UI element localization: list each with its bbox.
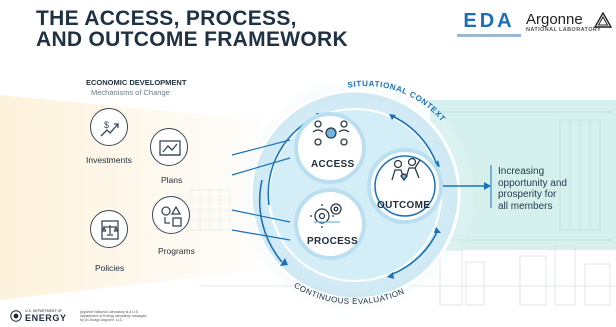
access-circle xyxy=(294,112,366,184)
outcome-people-icon xyxy=(391,157,421,182)
policies-label: Policies xyxy=(95,263,125,273)
investments-icon: $ xyxy=(90,108,128,146)
title-line-1: THE ACCESS, PROCESS, xyxy=(36,7,297,30)
process-gears-icon xyxy=(310,203,342,228)
policies-icon xyxy=(90,210,128,248)
eda-logo-text: EDA xyxy=(463,10,515,32)
result-text-line-1: Increasing xyxy=(498,166,545,177)
argonne-delta-icon xyxy=(594,12,612,28)
result-text-line-4: all members xyxy=(498,200,553,212)
mechanism-arrows xyxy=(231,139,291,241)
argonne-logo-text: Argonne xyxy=(526,11,583,28)
plans-label: Plans xyxy=(161,175,183,185)
title-line-2: AND OUTCOME FRAMEWORK xyxy=(36,28,348,51)
process-label: PROCESS xyxy=(307,236,359,247)
doe-small-text: U.S. DEPARTMENT OF xyxy=(25,309,63,313)
eda-logo-strip xyxy=(457,34,521,37)
mechanisms-title: ECONOMIC DEVELOPMENT xyxy=(86,78,187,87)
result-text-line-2: opportunity and xyxy=(498,177,567,189)
result-text: Increasing opportunity and prosperity fo… xyxy=(498,166,608,212)
result-arrowhead xyxy=(484,182,491,190)
eda-logo: EDA xyxy=(457,10,521,40)
outcome-circle xyxy=(367,148,443,224)
argonne-logo: Argonne NATIONAL LABORATORY xyxy=(526,11,612,33)
result-text-line-3: prosperity for xyxy=(498,189,557,200)
outcome-circle-ring xyxy=(374,155,436,217)
plans-icon xyxy=(150,128,188,166)
mechanisms-subtitle: Mechanisms of Change xyxy=(91,88,170,97)
doe-fine-print: Argonne National Laboratory is a U.S. De… xyxy=(80,310,147,322)
investments-label: Investments xyxy=(86,155,132,165)
access-label: ACCESS xyxy=(311,159,355,170)
programs-label: Programs xyxy=(158,246,195,256)
doe-wordmark: ENERGY xyxy=(25,313,67,323)
page-title: THE ACCESS, PROCESS, AND OUTCOME FRAMEWO… xyxy=(36,8,416,50)
programs-icon xyxy=(152,196,190,234)
process-circle xyxy=(294,188,366,260)
access-people-icon xyxy=(312,120,350,146)
outcome-label: OUTCOME xyxy=(377,200,431,211)
svg-text:$: $ xyxy=(104,120,109,130)
argonne-logo-subtext: NATIONAL LABORATORY xyxy=(526,27,602,33)
doe-seal-icon xyxy=(10,310,22,322)
